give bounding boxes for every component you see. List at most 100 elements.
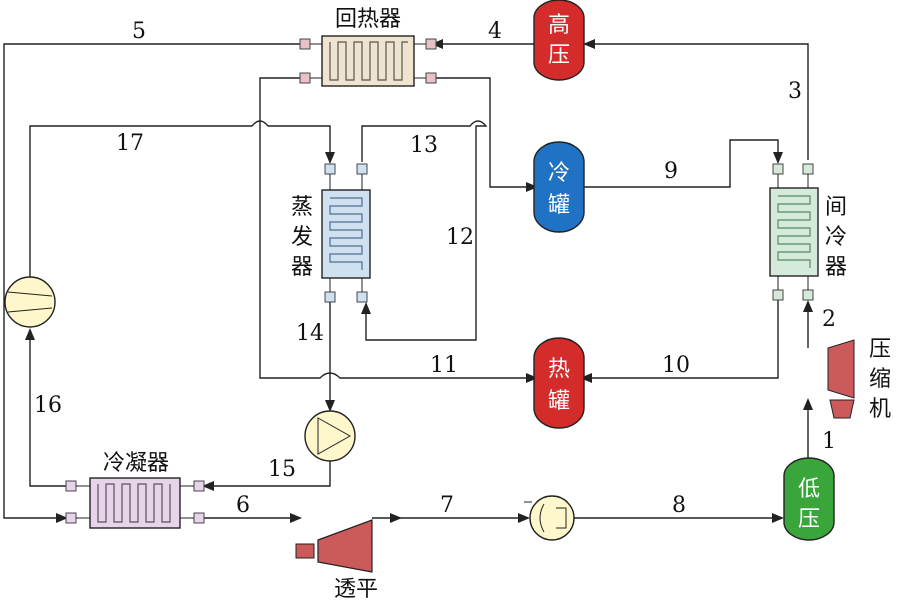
- stream-label-6: 6: [236, 493, 250, 518]
- evaporator-port: [324, 163, 336, 175]
- hot-tank-label-1: 热: [548, 357, 570, 382]
- turbine-label: 透平: [334, 577, 378, 602]
- evaporator-body: [321, 189, 371, 279]
- pipe-5: [3, 43, 302, 523]
- condenser-label: 冷凝器: [103, 451, 169, 476]
- stream-label-3: 3: [788, 79, 802, 104]
- pipe-11: [259, 77, 538, 383]
- pipe-15: [202, 460, 331, 491]
- compressor: 压 缩 机: [827, 337, 891, 422]
- pipe-12-13: [361, 120, 488, 341]
- generator: [524, 495, 575, 541]
- pipe-9: [582, 139, 783, 188]
- generator-body: [529, 495, 575, 541]
- cold-tank: 冷 罐: [533, 141, 585, 233]
- stream-label-2: 2: [822, 307, 836, 332]
- compressor-motor: [829, 399, 855, 419]
- high-pressure-tank: 高 压: [533, 0, 585, 81]
- regenerator-port-bl: [299, 72, 311, 84]
- turbine-body: [317, 519, 373, 573]
- evaporator-label-1: 蒸: [291, 195, 313, 220]
- intercooler-port: [802, 289, 814, 301]
- low-tank-label-2: 压: [798, 507, 820, 532]
- condenser-coil: [97, 483, 171, 523]
- low-tank-label-1: 低: [798, 477, 820, 502]
- hot-tank: 热 罐: [533, 337, 585, 429]
- pipe-3: [583, 39, 809, 160]
- pipelines: [3, 39, 813, 523]
- high-tank-body: [533, 0, 585, 81]
- compressor-label-2: 缩: [869, 367, 891, 392]
- evaporator-label-2: 发: [291, 225, 313, 250]
- cold-tank-label-1: 冷: [548, 161, 570, 186]
- intercooler-port: [772, 289, 784, 301]
- turbine: 透平: [295, 519, 378, 602]
- condenser: 冷凝器: [65, 451, 205, 529]
- condenser-body: [89, 477, 181, 529]
- low-tank-body: [783, 457, 835, 541]
- stream-label-4: 4: [488, 19, 502, 44]
- stream-labels: 1 2 3 4 5 6 7 8 9 10 11 12 13 14 15 16 1…: [34, 19, 836, 518]
- intercooler-port: [802, 163, 814, 175]
- generator-symbol: [539, 503, 545, 533]
- evaporator-coil: [329, 197, 363, 270]
- regenerator-coil: [329, 41, 408, 81]
- regenerator: 回热器: [299, 7, 437, 87]
- evaporator-label-3: 器: [291, 255, 313, 280]
- intercooler-label-1: 间: [825, 195, 847, 220]
- intercooler-port: [772, 163, 784, 175]
- high-tank-label-1: 高: [548, 13, 570, 38]
- stream-label-8: 8: [672, 493, 686, 518]
- compressor-label-1: 压: [869, 337, 891, 362]
- condenser-port: [193, 512, 205, 524]
- stream-label-13: 13: [410, 133, 438, 158]
- compressor-label-3: 机: [869, 397, 891, 422]
- stream-label-17: 17: [116, 131, 144, 156]
- stream-label-12: 12: [446, 225, 474, 250]
- condenser-port: [65, 512, 77, 524]
- intercooler-coil: [777, 195, 811, 268]
- regenerator-port-tl: [299, 38, 311, 50]
- regenerator-port-tr: [425, 38, 437, 50]
- generator-symbol: [556, 507, 567, 529]
- evaporator: 蒸 发 器: [291, 163, 371, 303]
- regenerator-body: [321, 35, 415, 87]
- stream-label-16: 16: [34, 393, 62, 418]
- stream-label-1: 1: [822, 429, 836, 454]
- hot-tank-body: [533, 337, 585, 429]
- high-tank-label-2: 压: [548, 43, 570, 68]
- hot-tank-label-2: 罐: [548, 389, 570, 414]
- intercooler: 间 冷 器: [769, 163, 847, 301]
- regenerator-port-br: [425, 72, 437, 84]
- low-pressure-tank: 低 压: [783, 457, 835, 541]
- evaporator-pump-symbol: [317, 417, 352, 455]
- evaporator-port: [356, 163, 368, 175]
- stream-label-14: 14: [296, 321, 324, 346]
- cold-tank-body: [533, 141, 585, 233]
- left-pump-body: [4, 276, 56, 328]
- pipe-17: [29, 120, 335, 278]
- intercooler-label-3: 器: [825, 255, 847, 280]
- left-pump-blade: [7, 291, 53, 297]
- intercooler-label-2: 冷: [825, 225, 847, 250]
- evaporator-port: [356, 291, 368, 303]
- condenser-port: [65, 480, 77, 492]
- stream-label-10: 10: [662, 353, 690, 378]
- evaporator-pump: [304, 410, 356, 462]
- regenerator-label: 回热器: [335, 7, 401, 32]
- stream-label-15: 15: [268, 457, 296, 482]
- intercooler-body: [769, 187, 819, 277]
- pipe-regen-cold: [433, 77, 538, 192]
- left-pump-blade: [7, 307, 53, 313]
- stream-label-11: 11: [430, 353, 458, 378]
- stream-label-7: 7: [440, 493, 454, 518]
- evaporator-port: [324, 291, 336, 303]
- cold-tank-label-2: 罐: [548, 193, 570, 218]
- pipe-16: [25, 328, 66, 487]
- compressor-body: [827, 339, 855, 399]
- left-pump: [4, 276, 56, 328]
- pipe-10: [580, 298, 779, 383]
- turbine-shaft: [295, 543, 315, 559]
